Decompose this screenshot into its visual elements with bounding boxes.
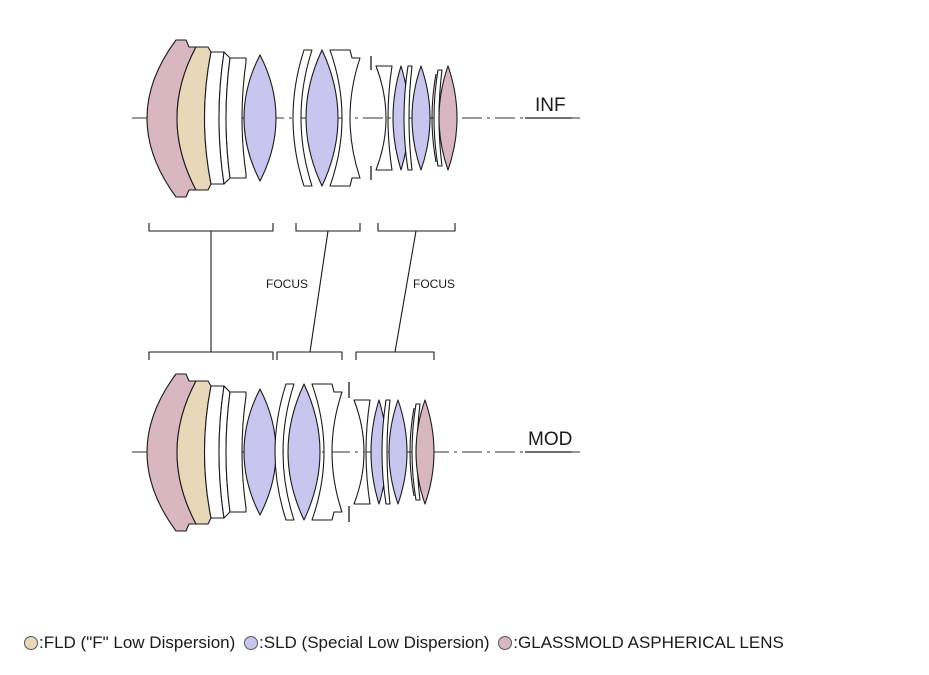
inf-group3-lens-3 bbox=[403, 65, 413, 171]
legend-aspherical-label: :GLASSMOLD ASPHERICAL LENS bbox=[513, 633, 784, 652]
aspherical-swatch-icon bbox=[498, 636, 513, 650]
mod-sld-lens-2 bbox=[287, 383, 321, 521]
fld-swatch-icon bbox=[24, 636, 38, 650]
inf-rear-aspherical-lens bbox=[438, 65, 458, 171]
mod-group2-bracket bbox=[276, 351, 343, 360]
legend-fld-label: :FLD ("F" Low Dispersion) bbox=[39, 633, 236, 652]
mod-group2-lens-1 bbox=[274, 383, 295, 521]
inf-label: INF bbox=[535, 95, 566, 116]
inf-group3-rear-edge bbox=[431, 73, 437, 163]
mod-sld-lens-1 bbox=[243, 388, 277, 516]
focus-movement-diagram bbox=[148, 223, 456, 360]
mod-group1-lens-5 bbox=[225, 391, 247, 513]
mod-group3-lens-3 bbox=[381, 399, 391, 505]
inf-group2-lens-3 bbox=[329, 49, 361, 187]
inf-sld-lens-4 bbox=[411, 65, 431, 171]
inf-group3-bracket bbox=[377, 223, 456, 232]
group2-movement-line bbox=[309, 230, 329, 353]
focus-label-group3: FOCUS bbox=[413, 277, 455, 291]
focus-label-group2: FOCUS bbox=[266, 277, 308, 291]
mod-rear-aspherical-lens bbox=[415, 399, 435, 505]
mod-group3-rear-edge bbox=[409, 407, 415, 497]
lens-legend: :FLD ("F" Low Dispersion) :SLD (Special … bbox=[24, 633, 788, 655]
group3-movement-line bbox=[394, 230, 417, 353]
inf-sld-lens-1 bbox=[243, 54, 277, 182]
sld-swatch-icon bbox=[244, 636, 259, 650]
inf-group2-bracket bbox=[295, 223, 361, 232]
lens-construction-diagram: INF MOD FOCUS FOCUS bbox=[132, 39, 580, 532]
mod-group2-lens-3 bbox=[311, 383, 343, 521]
mod-group1-bracket bbox=[148, 351, 274, 360]
inf-group3-lens-5 bbox=[433, 69, 443, 167]
mod-lens-group bbox=[132, 373, 580, 532]
inf-lens-group bbox=[132, 39, 580, 198]
mod-group3-bracket bbox=[355, 351, 435, 360]
inf-group1-lens-5 bbox=[225, 57, 247, 179]
legend-sld: :SLD (Special Low Dispersion) bbox=[244, 633, 490, 653]
inf-group1-bracket bbox=[148, 223, 274, 232]
legend-sld-label: :SLD (Special Low Dispersion) bbox=[259, 633, 490, 652]
legend-fld: :FLD ("F" Low Dispersion) bbox=[24, 633, 235, 653]
inf-group3-lens-1 bbox=[375, 65, 393, 171]
mod-label: MOD bbox=[528, 429, 572, 450]
legend-aspherical: :GLASSMOLD ASPHERICAL LENS bbox=[498, 633, 784, 653]
mod-sld-lens-4 bbox=[388, 399, 408, 505]
inf-sld-lens-2 bbox=[305, 49, 339, 187]
inf-group2-lens-1 bbox=[292, 49, 313, 187]
mod-group3-lens-1 bbox=[353, 399, 371, 505]
